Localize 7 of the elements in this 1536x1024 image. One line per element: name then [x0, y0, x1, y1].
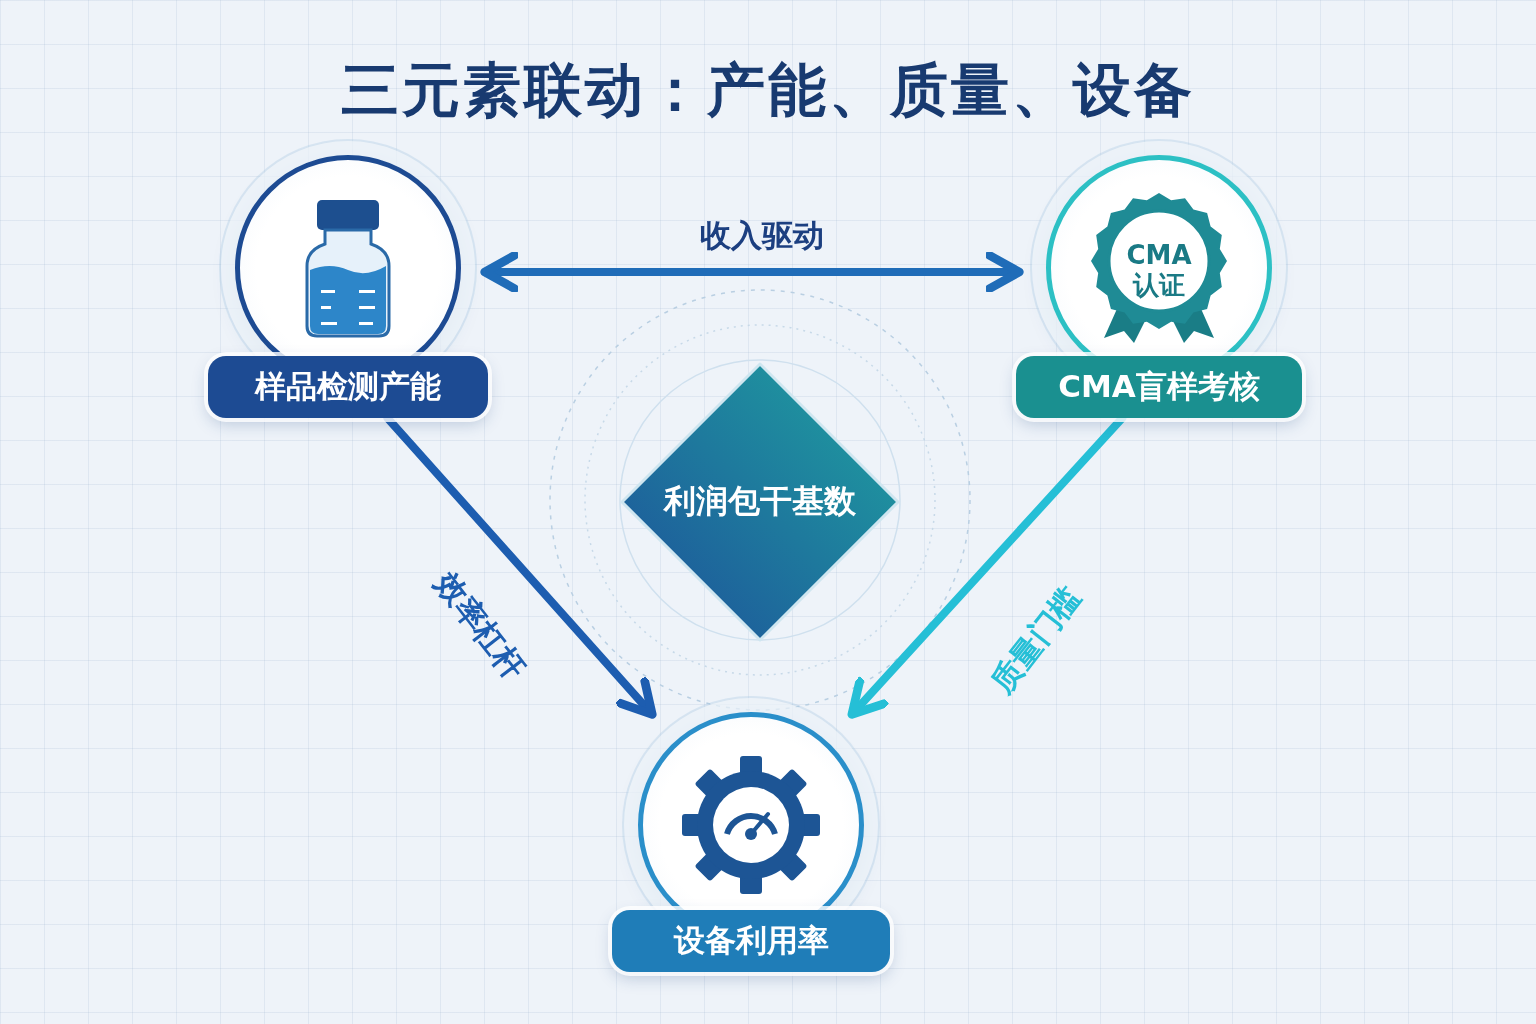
edge-label: 质量门槛 — [981, 578, 1089, 702]
badge-text: CMA认证 — [1125, 241, 1193, 301]
title: 三元素联动：产能、质量、设备 — [341, 55, 1195, 126]
edge-label: 效率杠杆 — [427, 564, 535, 688]
arrow — [480, 251, 1024, 293]
edge-label: 收入驱动 — [700, 216, 824, 255]
diamond-label: 利润包干基数 — [664, 481, 856, 522]
